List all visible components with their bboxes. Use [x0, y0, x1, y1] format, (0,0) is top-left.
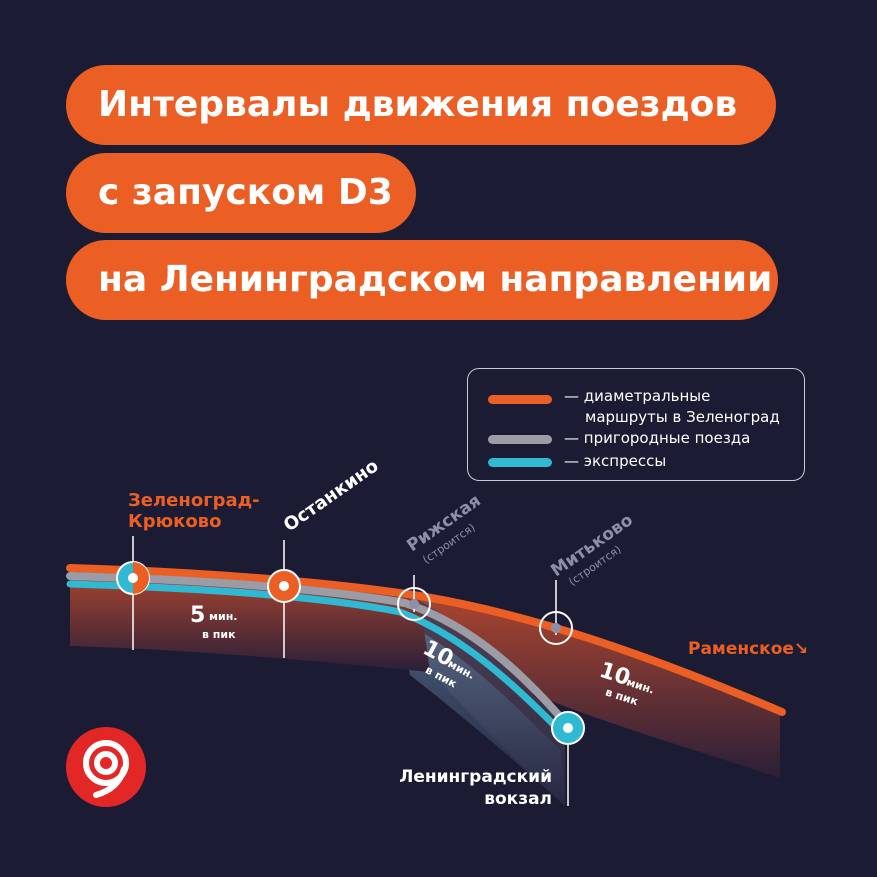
legend-label-suburban: — пригородные поезда	[564, 429, 751, 447]
legend-swatch-express	[488, 458, 552, 467]
legend-label-diametral-1: — диаметральные	[564, 387, 711, 405]
interval-label-a: 5 мин. в пик	[190, 603, 237, 641]
band-ramenskoe	[415, 598, 780, 778]
svg-text:в пик: в пик	[202, 628, 236, 641]
legend-swatch-suburban	[488, 435, 552, 444]
station-label-zelenograd-2: Крюково	[128, 511, 221, 532]
station-marker-ostankino	[267, 569, 301, 603]
line-cyan	[66, 580, 567, 738]
station-label-ramenskoe: Раменское↘	[688, 639, 808, 659]
station-label-zelenograd-1: Зеленоград-	[128, 490, 260, 511]
title-line-1: Интервалы движения поездов	[66, 65, 776, 145]
line-gray	[66, 572, 572, 730]
station-marker-leningradsky	[551, 711, 585, 745]
legend-label-diametral-2: маршруты в Зеленоград	[585, 408, 780, 426]
legend: — диаметральные маршруты в Зеленоград — …	[467, 368, 805, 481]
moscow-transport-logo-icon	[66, 727, 146, 807]
svg-text:5: 5	[190, 603, 205, 628]
legend-label-express: — экспрессы	[564, 452, 667, 470]
station-label-ostankino: Останкино	[280, 455, 383, 536]
station-marker-rizhskaya	[397, 587, 431, 621]
svg-text:мин.: мин.	[209, 610, 237, 623]
legend-swatch-diametral	[488, 395, 552, 404]
station-label-leningradsky-2: вокзал	[484, 789, 552, 809]
band-leningradsky-express	[400, 620, 565, 806]
station-marker-mitkovo	[539, 611, 573, 645]
station-label-leningradsky-1: Ленинградский	[399, 767, 552, 787]
title-line-2: с запуском D3	[66, 153, 416, 233]
line-orange-ramenskoe	[66, 564, 786, 716]
title-line-3: на Ленинградском направлении	[66, 240, 778, 320]
station-marker-zelenograd	[116, 561, 150, 595]
